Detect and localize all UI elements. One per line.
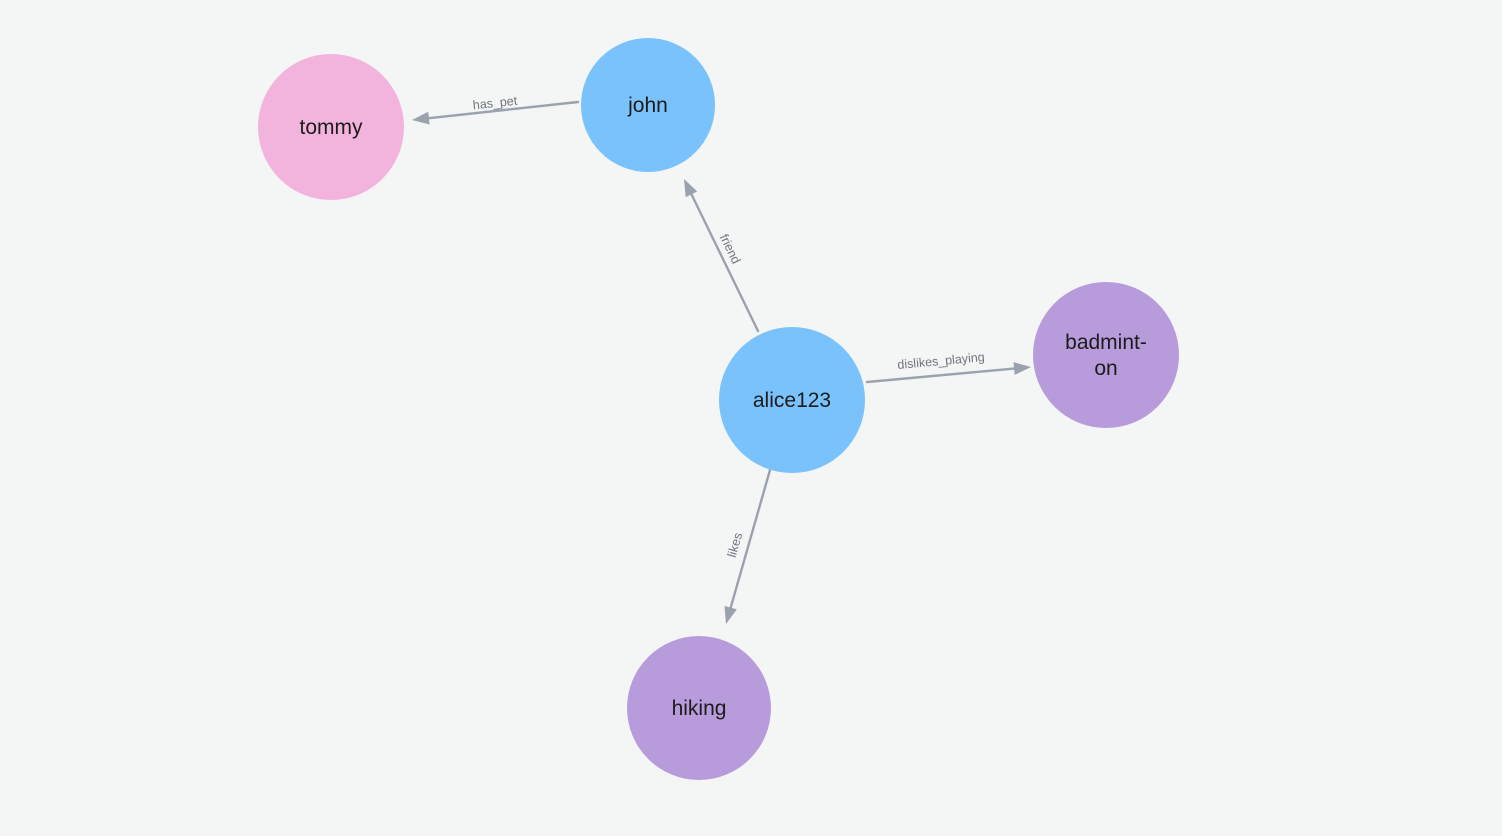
edge-label-likes: likes <box>725 531 745 559</box>
edge-label-dislikes_playing: dislikes_playing <box>897 350 986 372</box>
edges-layer <box>412 100 1031 624</box>
node-circle-tommy[interactable] <box>258 54 404 200</box>
node-tommy[interactable]: tommy <box>258 54 404 200</box>
arrowhead-icon-likes <box>724 605 737 624</box>
nodes-layer: tommy john alice123 badmint-on hiking <box>258 38 1179 780</box>
node-circle-hiking[interactable] <box>627 636 771 780</box>
edge-dislikes_playing[interactable] <box>865 362 1031 384</box>
node-circle-alice123[interactable] <box>719 327 865 473</box>
edge-friend[interactable] <box>684 179 760 333</box>
arrowhead-icon-has_pet <box>412 111 430 125</box>
edge-likes[interactable] <box>724 468 772 624</box>
node-circle-john[interactable] <box>581 38 715 172</box>
node-hiking[interactable]: hiking <box>627 636 771 780</box>
node-badminton[interactable]: badmint-on <box>1033 282 1179 428</box>
edge-label-friend: friend <box>717 232 743 266</box>
edge-line-likes <box>729 468 772 609</box>
edge-has_pet[interactable] <box>412 100 580 125</box>
edge-line-friend <box>690 193 760 333</box>
node-john[interactable]: john <box>581 38 715 172</box>
arrowhead-icon-friend <box>684 179 698 198</box>
arrowhead-icon-dislikes_playing <box>1013 362 1031 375</box>
node-alice123[interactable]: alice123 <box>719 327 865 473</box>
node-circle-badminton[interactable] <box>1033 282 1179 428</box>
edge-line-has_pet <box>427 100 580 120</box>
edge-line-dislikes_playing <box>865 367 1016 384</box>
